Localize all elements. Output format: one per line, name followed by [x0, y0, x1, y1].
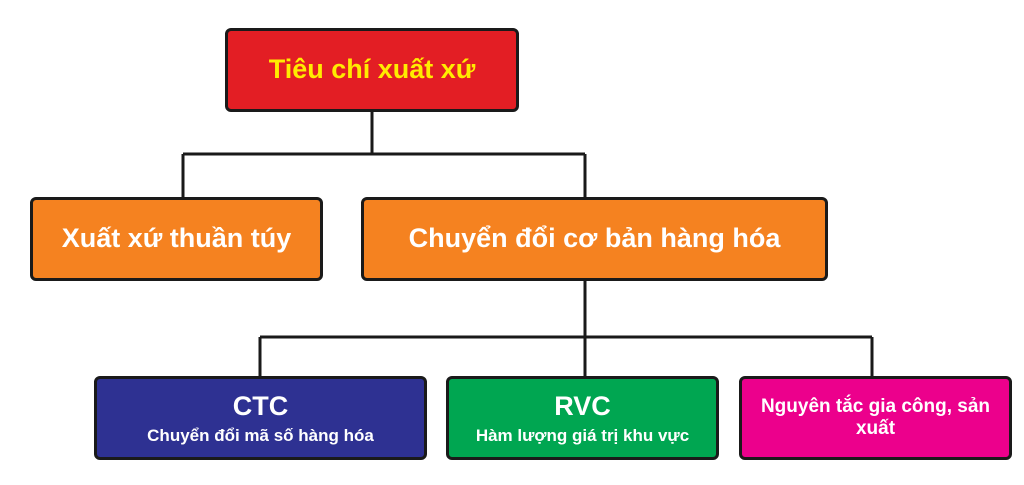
- rvc-subtitle: Hàm lượng giá trị khu vực: [475, 425, 690, 445]
- node-rvc: RVC Hàm lượng giá trị khu vực: [446, 376, 719, 460]
- node-substantial-transformation: Chuyển đổi cơ bản hàng hóa: [361, 197, 828, 281]
- ctc-subtitle: Chuyển đổi mã số hàng hóa: [147, 425, 374, 445]
- rvc-title: RVC: [554, 390, 611, 421]
- processing-rule-label: Nguyên tắc gia công, sản xuất: [760, 396, 991, 439]
- root-node-origin-criteria: Tiêu chí xuất xứ: [225, 28, 519, 112]
- node-processing-rule: Nguyên tắc gia công, sản xuất: [739, 376, 1012, 460]
- root-label: Tiêu chí xuất xứ: [268, 54, 476, 85]
- node-ctc: CTC Chuyển đổi mã số hàng hóa: [94, 376, 427, 460]
- pure-origin-label: Xuất xứ thuần túy: [61, 223, 292, 254]
- node-pure-origin: Xuất xứ thuần túy: [30, 197, 323, 281]
- substantial-transformation-label: Chuyển đổi cơ bản hàng hóa: [408, 223, 781, 254]
- ctc-title: CTC: [232, 390, 289, 421]
